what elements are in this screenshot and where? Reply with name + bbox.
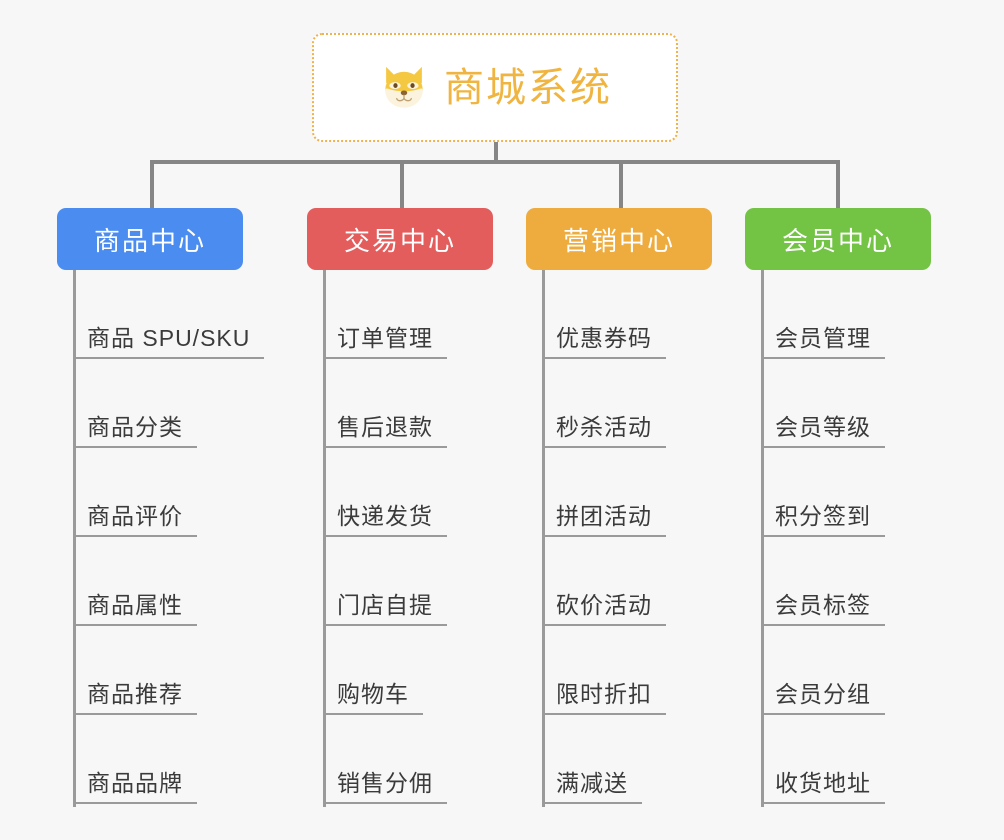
branch-spine-member-center xyxy=(761,270,764,807)
leaf-item-label: 商品评价 xyxy=(73,503,197,537)
shiba-dog-face-icon xyxy=(385,66,423,107)
leaf-item-label: 购物车 xyxy=(323,681,423,715)
branch-member-center: 会员中心会员管理会员等级积分签到会员标签会员分组收货地址 xyxy=(745,208,931,807)
connector-drop-product-center xyxy=(150,160,154,208)
branch-header-marketing-center[interactable]: 营销中心 xyxy=(526,208,712,270)
leaf-item[interactable]: 会员标签 xyxy=(761,537,885,626)
leaf-item-label: 会员分组 xyxy=(761,681,885,715)
root-title: 商城系统 xyxy=(444,65,612,110)
leaf-list-trade-center: 订单管理售后退款快递发货门店自提购物车销售分佣 xyxy=(323,270,447,804)
leaf-item-label: 会员管理 xyxy=(761,325,885,359)
branch-spine-marketing-center xyxy=(542,270,545,807)
leaf-item[interactable]: 售后退款 xyxy=(323,359,447,448)
leaf-item-label: 会员等级 xyxy=(761,414,885,448)
leaf-list-marketing-center: 优惠券码秒杀活动拼团活动砍价活动限时折扣满减送 xyxy=(542,270,666,804)
leaf-item[interactable]: 拼团活动 xyxy=(542,448,666,537)
branch-header-member-center[interactable]: 会员中心 xyxy=(745,208,931,270)
connector-drop-trade-center xyxy=(400,160,404,208)
leaf-item[interactable]: 满减送 xyxy=(542,715,666,804)
leaf-item-label: 秒杀活动 xyxy=(542,414,666,448)
leaf-list-product-center: 商品 SPU/SKU 商品分类商品评价商品属性商品推荐商品品牌 xyxy=(73,270,265,804)
leaf-item-label: 砍价活动 xyxy=(542,592,666,626)
leaf-item[interactable]: 限时折扣 xyxy=(542,626,666,715)
leaf-list-member-center: 会员管理会员等级积分签到会员标签会员分组收货地址 xyxy=(761,270,885,804)
branch-marketing-center: 营销中心优惠券码秒杀活动拼团活动砍价活动限时折扣满减送 xyxy=(526,208,712,807)
leaf-item[interactable]: 销售分佣 xyxy=(323,715,447,804)
leaf-item[interactable]: 优惠券码 xyxy=(542,270,666,359)
leaf-item-label: 门店自提 xyxy=(323,592,447,626)
root-node[interactable]: 商城系统 xyxy=(312,33,678,142)
leaf-item-label: 积分签到 xyxy=(761,503,885,537)
branch-header-trade-center[interactable]: 交易中心 xyxy=(307,208,493,270)
connector-root-stem xyxy=(494,142,498,164)
leaf-item-label: 销售分佣 xyxy=(323,770,447,804)
leaf-item[interactable]: 积分签到 xyxy=(761,448,885,537)
leaf-item[interactable]: 快递发货 xyxy=(323,448,447,537)
branch-header-label: 会员中心 xyxy=(781,225,894,256)
leaf-item-label: 订单管理 xyxy=(323,325,447,359)
leaf-item-label: 商品品牌 xyxy=(73,770,197,804)
leaf-item[interactable]: 会员管理 xyxy=(761,270,885,359)
leaf-item-label: 商品推荐 xyxy=(73,681,197,715)
leaf-item-label: 收货地址 xyxy=(761,770,885,804)
branch-header-label: 商品中心 xyxy=(93,225,206,256)
leaf-item[interactable]: 商品品牌 xyxy=(73,715,264,804)
leaf-item[interactable]: 商品属性 xyxy=(73,537,264,626)
leaf-item[interactable]: 商品评价 xyxy=(73,448,264,537)
leaf-item[interactable]: 会员分组 xyxy=(761,626,885,715)
branch-trade-center: 交易中心订单管理售后退款快递发货门店自提购物车销售分佣 xyxy=(307,208,493,807)
branch-header-label: 交易中心 xyxy=(343,225,456,256)
leaf-item-label: 商品 SPU/SKU xyxy=(73,325,265,359)
leaf-item-label: 优惠券码 xyxy=(542,325,666,359)
leaf-item[interactable]: 购物车 xyxy=(323,626,447,715)
connector-drop-marketing-center xyxy=(619,160,623,208)
leaf-item[interactable]: 会员等级 xyxy=(761,359,885,448)
leaf-item-label: 拼团活动 xyxy=(542,503,666,537)
leaf-item-label: 满减送 xyxy=(542,770,642,804)
leaf-item[interactable]: 秒杀活动 xyxy=(542,359,666,448)
leaf-item-label: 售后退款 xyxy=(323,414,447,448)
leaf-item[interactable]: 商品分类 xyxy=(73,359,264,448)
branch-spine-product-center xyxy=(73,270,76,807)
leaf-item[interactable]: 门店自提 xyxy=(323,537,447,626)
leaf-item-label: 限时折扣 xyxy=(542,681,666,715)
leaf-item-label: 快递发货 xyxy=(323,503,447,537)
leaf-item[interactable]: 收货地址 xyxy=(761,715,885,804)
connector-drop-member-center xyxy=(836,160,840,208)
branch-product-center: 商品中心商品 SPU/SKU 商品分类商品评价商品属性商品推荐商品品牌 xyxy=(57,208,265,807)
leaf-item[interactable]: 订单管理 xyxy=(323,270,447,359)
branch-header-label: 营销中心 xyxy=(562,225,675,256)
leaf-item-label: 商品分类 xyxy=(73,414,197,448)
leaf-item[interactable]: 商品 SPU/SKU xyxy=(73,270,265,359)
leaf-item-label: 会员标签 xyxy=(761,592,885,626)
leaf-item[interactable]: 商品推荐 xyxy=(73,626,264,715)
leaf-item-label: 商品属性 xyxy=(73,592,197,626)
branch-spine-trade-center xyxy=(323,270,326,807)
connector-horizontal-bus xyxy=(150,160,840,164)
leaf-item[interactable]: 砍价活动 xyxy=(542,537,666,626)
branch-header-product-center[interactable]: 商品中心 xyxy=(57,208,243,270)
